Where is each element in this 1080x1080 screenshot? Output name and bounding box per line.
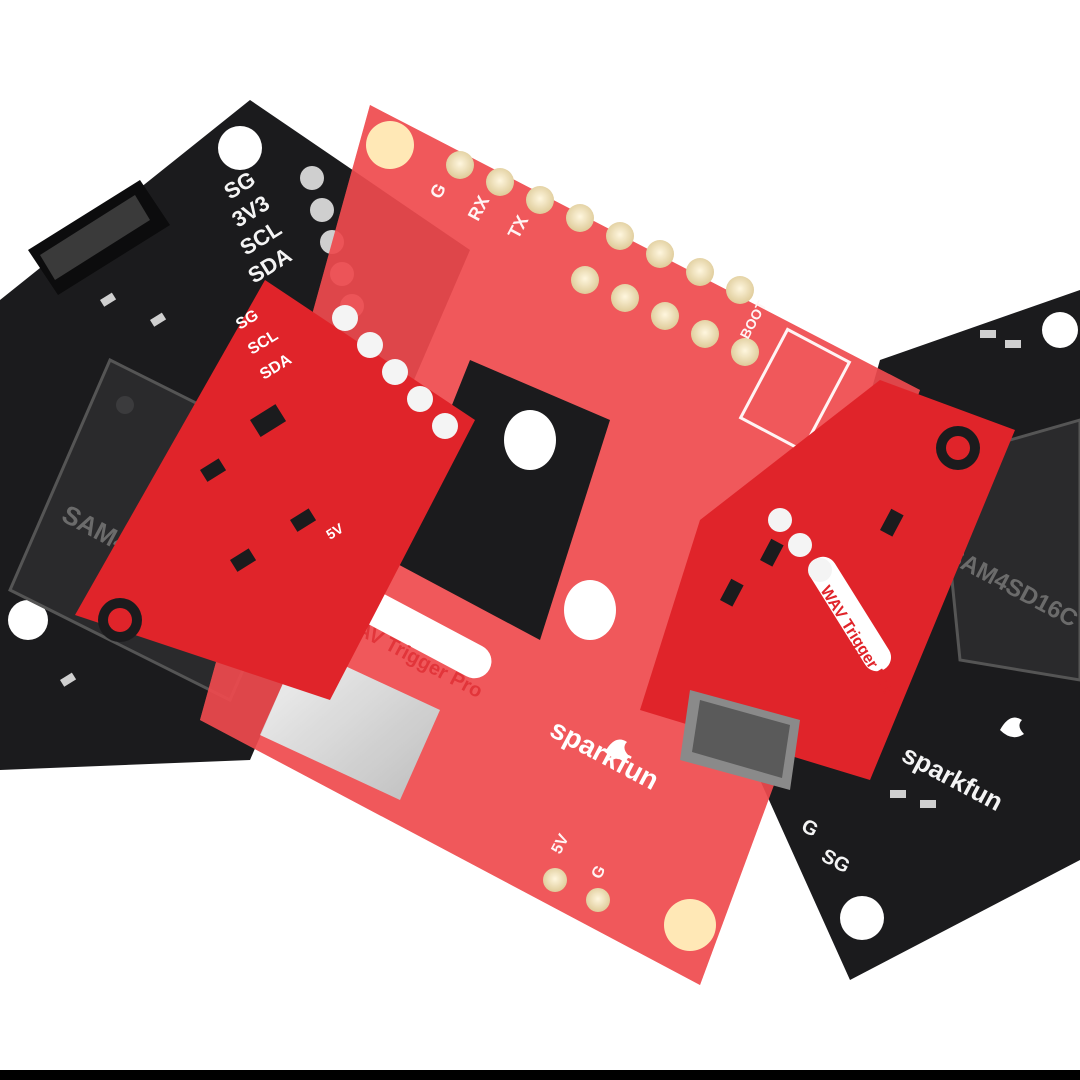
sparkfun-flame-icon <box>1000 717 1024 738</box>
bottom-edge-bar <box>0 1070 1080 1080</box>
qwiic-right-pads <box>768 508 832 582</box>
sparkfun-flame-icon <box>605 739 629 760</box>
microcontroller-chip-right: SAM4SD16C <box>938 418 1080 682</box>
qwiic-connector-right <box>680 690 800 790</box>
gpio-pads <box>446 151 759 366</box>
qwiic-left-pads <box>332 305 458 439</box>
qwiic-board-right: WAV Trigger Pro <box>640 380 1015 790</box>
qwiic-left-label-5v: 5V <box>323 520 347 543</box>
qwiic-board-left: SG SCL SDA 5V <box>75 280 475 700</box>
header-connector-left <box>28 180 170 295</box>
